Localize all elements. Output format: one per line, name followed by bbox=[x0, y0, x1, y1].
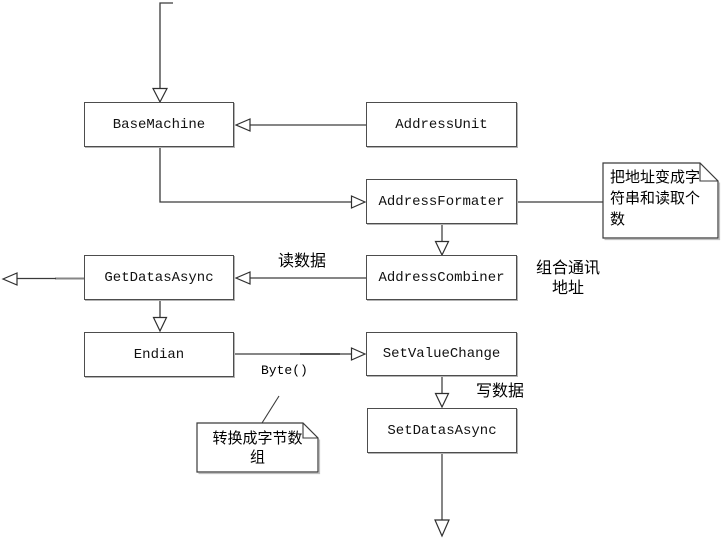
edge-label-combine-address: 组合通讯 地址 bbox=[528, 258, 608, 298]
edge-label-combine-address-line2: 地址 bbox=[551, 278, 584, 297]
edge-label-combine-address-line1: 组合通讯 bbox=[535, 258, 600, 277]
edge-getdatasasync-to-endian bbox=[152, 300, 168, 333]
note-addressformater-text-line1: 把地址变成字 bbox=[610, 168, 701, 186]
node-setvaluechange-label: SetValueChange bbox=[382, 346, 501, 362]
edge-getdatasasync-to-left-exit bbox=[1, 272, 84, 286]
node-addressformater-label: AddressFormater bbox=[378, 193, 505, 210]
note-endian-text: 转换成字节数 组 bbox=[199, 429, 316, 467]
node-addressformater: AddressFormater bbox=[366, 179, 517, 224]
node-basemachine: BaseMachine bbox=[84, 102, 234, 147]
node-setvaluechange: SetValueChange bbox=[366, 332, 517, 376]
edge-label-write-data: 写数据 bbox=[476, 381, 525, 400]
edge-setvaluechange-to-setdatasasync bbox=[434, 376, 450, 409]
edge-label-read-data: 读数据 bbox=[278, 251, 327, 270]
edge-label-byte-call: Byte() bbox=[261, 363, 308, 378]
note-addressformater-shape bbox=[602, 162, 721, 241]
node-getdatasasync-label: GetDatasAsync bbox=[104, 269, 214, 286]
note-addressformater-text-line3: 数 bbox=[610, 210, 626, 228]
node-endian: Endian bbox=[84, 332, 234, 377]
edge-addressformater-to-addresscombiner bbox=[434, 224, 450, 257]
edge-setdatasasync-to-bottom-exit bbox=[434, 453, 450, 538]
node-setdatasasync: SetDatasAsync bbox=[367, 408, 517, 453]
node-addresscombiner-label: AddressCombiner bbox=[378, 269, 505, 286]
edge-basemachine-to-addressformater bbox=[159, 147, 367, 209]
note-addressformater-text-line2: 符串和读取个 bbox=[610, 189, 701, 207]
note-endian-shape bbox=[196, 422, 321, 475]
edge-addressunit-to-basemachine bbox=[234, 118, 366, 132]
node-basemachine-label: BaseMachine bbox=[112, 116, 206, 133]
note-endian-text-line2: 组 bbox=[249, 448, 265, 466]
edge-addresscombiner-to-getdatasasync bbox=[234, 271, 366, 285]
edge-entry-to-basemachine bbox=[152, 2, 173, 104]
note-addressformater-text: 把地址变成字 符串和读取个 数 bbox=[610, 167, 712, 230]
edge-endian-to-setvaluechange bbox=[234, 347, 367, 361]
note-endian-text-line1: 转换成字节数 bbox=[212, 429, 303, 447]
node-addressunit-label: AddressUnit bbox=[395, 116, 488, 133]
node-getdatasasync: GetDatasAsync bbox=[84, 255, 234, 300]
node-addresscombiner: AddressCombiner bbox=[366, 255, 517, 300]
node-endian-label: Endian bbox=[133, 346, 185, 363]
node-setdatasasync-label: SetDatasAsync bbox=[387, 422, 497, 439]
edge-byte-note-connector bbox=[261, 395, 280, 424]
node-addressunit: AddressUnit bbox=[366, 102, 517, 147]
